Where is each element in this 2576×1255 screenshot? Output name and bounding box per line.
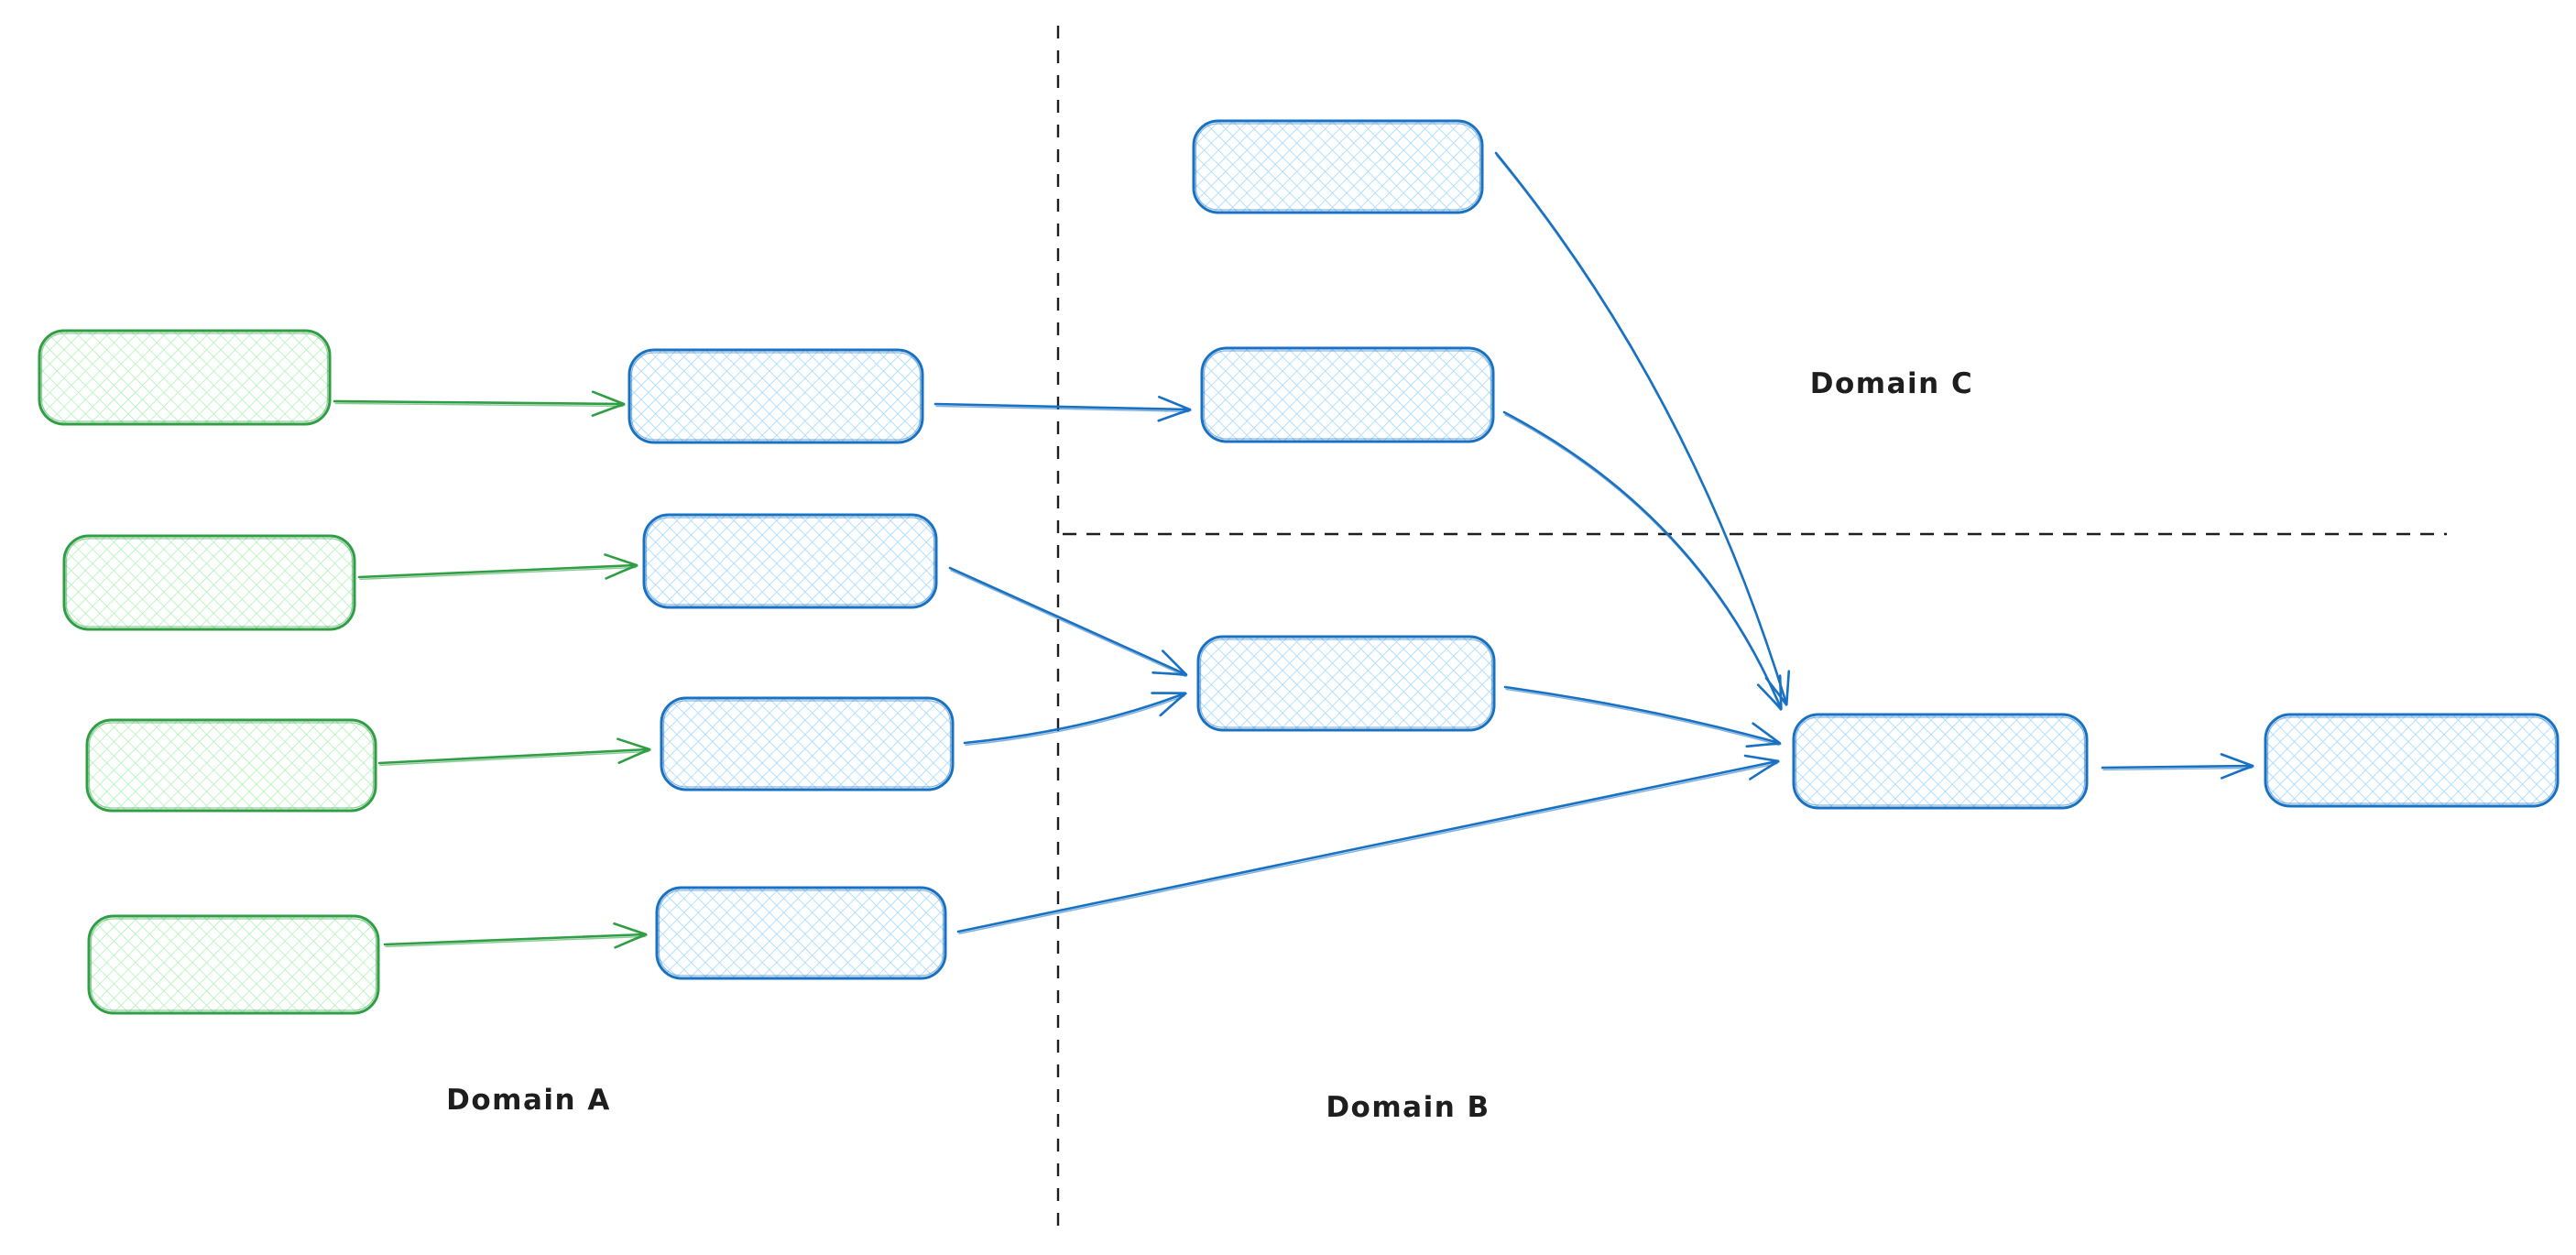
domain-a-source-2[interactable]	[62, 534, 356, 631]
domain-a-source-1-shape[interactable]	[38, 329, 332, 426]
domain-a-stage-3-shape[interactable]	[660, 696, 955, 791]
arrow-hub-output[interactable]	[2101, 753, 2254, 780]
arrow-stage4-hub-line[interactable]	[956, 754, 1780, 933]
domain-b-box-1-sketch-stroke	[1199, 638, 1493, 728]
domain-c-box-1[interactable]	[1192, 119, 1484, 214]
domain-b-output[interactable]	[2264, 713, 2560, 808]
domain-c-box-1-sketch-stroke	[1195, 123, 1481, 211]
domain-a-stage-2-sketch-stroke	[645, 517, 935, 606]
domain-a-stage-2-shape[interactable]	[642, 513, 938, 609]
domain-a-stage-1-shape[interactable]	[628, 348, 924, 444]
domain-a-source-4-sketch-stroke	[90, 918, 377, 1011]
domain-a-source-4[interactable]	[87, 914, 380, 1015]
arrow-source3-stage3-line[interactable]	[377, 737, 651, 765]
arrow-stage4-hub[interactable]	[956, 754, 1780, 935]
arrow-cbox1-hub-sketch-line	[1495, 154, 1788, 706]
arrow-stage1-cbox2[interactable]	[933, 395, 1192, 422]
domain-b-output-shape[interactable]	[2264, 713, 2560, 808]
arrow-cbox1-hub-line[interactable]	[1494, 151, 1791, 706]
domain-a-stage-3-sketch-stroke	[662, 700, 952, 788]
domain-a-label[interactable]: Domain A	[446, 1084, 611, 1117]
domain-a-stage-2[interactable]	[642, 513, 938, 609]
arrow-source2-stage2[interactable]	[357, 553, 639, 581]
domain-c-box-1-shape[interactable]	[1192, 119, 1484, 214]
arrow-source2-stage2-line[interactable]	[357, 553, 639, 580]
domain-a-source-1-sketch-stroke	[40, 333, 329, 422]
arrow-stage1-cbox2-sketch-line	[935, 405, 1190, 413]
arrow-stage4-hub-sketch-line	[958, 762, 1778, 935]
arrow-stage2-bbox1-sketch-line	[950, 569, 1186, 678]
arrow-stage1-cbox2-line[interactable]	[933, 395, 1192, 422]
domain-b-box-1[interactable]	[1196, 635, 1496, 732]
domain-a-source-3-sketch-stroke	[88, 722, 375, 809]
arrow-bbox1-hub-line[interactable]	[1503, 685, 1782, 748]
domain-a-source-3-shape[interactable]	[85, 718, 377, 813]
arrow-bbox1-hub[interactable]	[1503, 685, 1782, 748]
arrow-source4-stage4-sketch-line	[385, 935, 646, 948]
arrow-source1-stage1-line[interactable]	[333, 390, 626, 417]
arrow-hub-output-line[interactable]	[2101, 753, 2254, 780]
domain-c-box-2[interactable]	[1200, 346, 1495, 443]
arrow-cbox1-hub[interactable]	[1494, 151, 1791, 706]
domain-b-output-sketch-stroke	[2266, 716, 2557, 804]
arrow-source1-stage1[interactable]	[333, 390, 626, 417]
arrow-source1-stage1-sketch-line	[334, 402, 624, 408]
arrow-source2-stage2-sketch-line	[359, 566, 637, 581]
domain-a-stage-4[interactable]	[655, 886, 947, 980]
domain-b-hub-sketch-stroke	[1795, 716, 2086, 806]
arrow-stage3-bbox1[interactable]	[963, 692, 1187, 747]
domain-a-source-2-sketch-stroke	[65, 538, 354, 628]
domain-a-stage-1[interactable]	[628, 348, 924, 444]
domain-a-source-1[interactable]	[38, 329, 332, 426]
arrow-source3-stage3-sketch-line	[379, 750, 649, 767]
domain-a-stage-4-sketch-stroke	[658, 889, 944, 977]
arrow-source3-stage3[interactable]	[377, 737, 651, 767]
domain-a-source-2-shape[interactable]	[62, 534, 356, 631]
arrow-stage3-bbox1-line[interactable]	[963, 692, 1187, 745]
domain-a-stage-1-sketch-stroke	[630, 352, 922, 441]
arrow-bbox1-hub-sketch-line	[1505, 688, 1780, 747]
domain-b-label[interactable]: Domain B	[1326, 1091, 1490, 1124]
domain-a-source-3[interactable]	[85, 718, 377, 813]
arrow-stage2-bbox1-line[interactable]	[948, 566, 1188, 677]
domain-a-stage-3[interactable]	[660, 696, 955, 791]
domain-c-box-2-sketch-stroke	[1203, 350, 1492, 440]
arrow-cbox2-hub[interactable]	[1502, 410, 1783, 711]
domain-a-source-4-shape[interactable]	[87, 914, 380, 1015]
arrow-stage3-bbox1-sketch-line	[965, 694, 1185, 747]
arrow-source4-stage4[interactable]	[383, 922, 648, 949]
arrow-cbox2-hub-line[interactable]	[1502, 410, 1783, 711]
domain-b-box-1-shape[interactable]	[1196, 635, 1496, 732]
arrow-source4-stage4-line[interactable]	[383, 922, 648, 949]
arrow-cbox2-hub-sketch-line	[1504, 413, 1783, 711]
arrow-stage2-bbox1[interactable]	[948, 566, 1188, 678]
domain-b-hub[interactable]	[1792, 713, 2089, 810]
domain-c-box-2-shape[interactable]	[1200, 346, 1495, 443]
domain-b-hub-shape[interactable]	[1792, 713, 2089, 810]
domain-c-label[interactable]: Domain C	[1810, 367, 1974, 400]
domain-a-stage-4-shape[interactable]	[655, 886, 947, 980]
